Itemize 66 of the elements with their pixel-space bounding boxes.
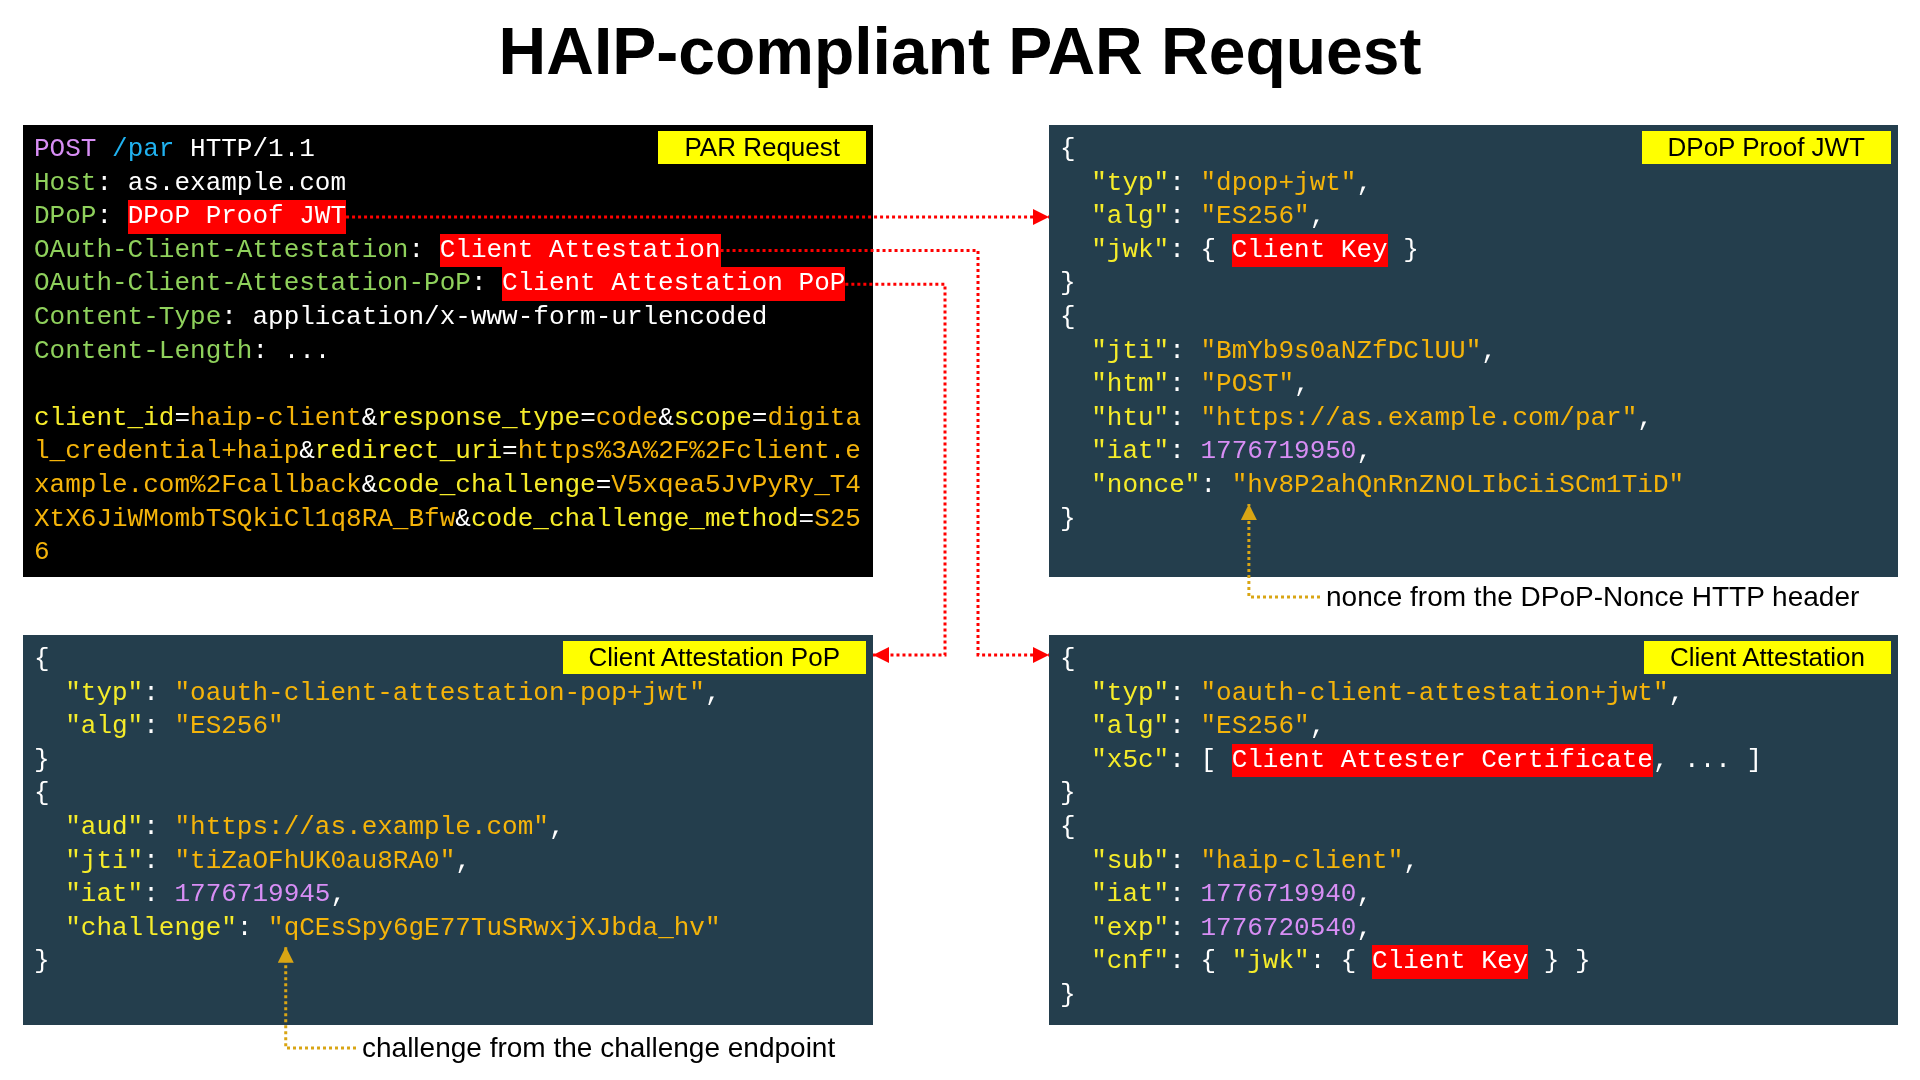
code-text: "htm": "POST", [1090, 369, 1310, 400]
code-text: "exp": 1776720540, [1090, 912, 1373, 943]
code-text: "challenge": "qCEsSpy6gE77TuSRwxjXJbda_hv" [64, 912, 721, 943]
code-text: Host: as.example.com [34, 167, 347, 198]
diagram-title: HAIP-compliant PAR Request [498, 13, 1422, 90]
highlight-label: Client Attestation PoP [502, 267, 846, 301]
panel-title-tag: PAR Request [658, 131, 866, 164]
code-text: "alg": "ES256", [1090, 201, 1326, 232]
code-text: { [34, 644, 50, 674]
code-text: { [1060, 301, 1076, 332]
code-text: Content-Type: application/x-www-form-urlencoded [34, 301, 768, 332]
connector-arrow [845, 282, 947, 663]
code-panel [23, 125, 873, 577]
code-panel [23, 635, 873, 1025]
highlight-label: DPoP Proof JWT [127, 200, 347, 234]
code-text: "typ": "oauth-client-attestation+jwt", [1090, 677, 1685, 708]
code-text: "typ": "dpop+jwt", [1090, 167, 1373, 198]
panel-title-tag: Client Attestation [1643, 641, 1891, 674]
code-text: } [1060, 503, 1076, 534]
code-text: client_id=haip-client&response_type=code&scope=digital_credential+haip&redirect_uri=https%3A%2F%2Fclient.example.com%2Fcallback&code_challenge=V5xqea5JvPyRy_T4XtX6JiWMombTSQkiCl1q8RA_Bfw&code_challenge_method=S256 [34, 401, 863, 570]
code-panel [1049, 125, 1898, 577]
connector-arrow [277, 946, 356, 1050]
code-text: DPoP: [34, 201, 113, 232]
code-text: OAuth-Client-Attestation-PoP: [34, 268, 487, 299]
code-text: { [1060, 134, 1076, 164]
code-text: OAuth-Client-Attestation: [34, 234, 425, 265]
connector-arrow [346, 209, 1049, 225]
code-text: POST /par HTTP/1.1 [34, 134, 315, 164]
code-text: } [34, 744, 50, 775]
highlight-label: Client Key [1372, 945, 1529, 979]
code-text: { [1060, 644, 1076, 674]
code-text: } [1060, 778, 1076, 809]
code-text: } [34, 946, 50, 977]
annotation-text: challenge from the challenge endpoint [362, 1031, 836, 1065]
code-text: "jti": "BmYb9s0aNZfDClUU", [1090, 335, 1497, 366]
code-text: } [1403, 234, 1419, 265]
code-text: "typ": "oauth-client-attestation-pop+jwt", [64, 677, 721, 708]
annotation-text: nonce from the DPoP-Nonce HTTP header [1326, 580, 1860, 614]
connector-arrow [720, 249, 1049, 663]
code-text: "alg": "ES256", [1090, 711, 1326, 742]
code-text: } [1060, 979, 1076, 1010]
code-text: { [1060, 811, 1076, 842]
code-panel [1049, 635, 1898, 1025]
code-text: "alg": "ES256" [64, 711, 284, 742]
code-text: "iat": 1776719940, [1090, 879, 1373, 910]
code-text: "htu": "https://as.example.com/par", [1090, 402, 1653, 433]
panel-title-tag: Client Attestation PoP [562, 641, 866, 674]
code-text: "cnf": { "jwk": { [1090, 946, 1357, 977]
code-text: "nonce": "hv8P2ahQnRnZNOLIbCiiSCm1TiD" [1090, 469, 1685, 500]
code-text: "iat": 1776719950, [1090, 436, 1373, 467]
code-text: "sub": "haip-client", [1090, 845, 1419, 876]
highlight-label: Client Attestation [439, 233, 721, 268]
code-text: "iat": 1776719945, [64, 879, 347, 910]
code-text: { [34, 778, 50, 809]
code-text: "aud": "https://as.example.com", [64, 811, 565, 842]
highlight-label: Client Key [1231, 233, 1388, 268]
code-text: "jti": "tiZaOFhUK0au8RA0", [64, 845, 471, 876]
code-text: "x5c": [ [1090, 744, 1217, 775]
highlight-label: Client Attester Certificate [1231, 743, 1653, 778]
code-text: } [1060, 268, 1076, 299]
code-text: } } [1543, 946, 1591, 977]
code-text: "jwk": { [1090, 234, 1217, 265]
code-text: Content-Length: ... [34, 335, 331, 366]
panel-title-tag: DPoP Proof JWT [1641, 131, 1891, 164]
connector-arrow [1240, 503, 1320, 599]
code-text: , ... ] [1652, 744, 1763, 775]
